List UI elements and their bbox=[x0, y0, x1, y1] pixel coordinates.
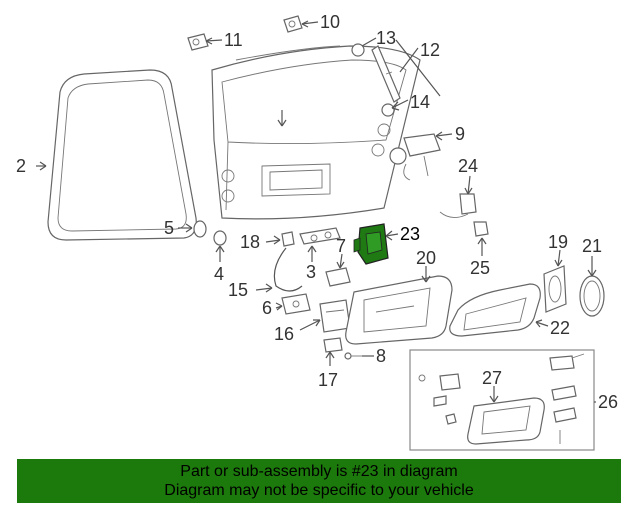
callout-26: 26 bbox=[598, 392, 618, 412]
part-27-handle bbox=[467, 397, 545, 445]
part-2-weatherstrip bbox=[47, 69, 197, 241]
callout-16: 16 bbox=[274, 324, 294, 344]
leader-lines bbox=[36, 20, 597, 403]
callout-13: 13 bbox=[376, 28, 396, 48]
callout-5: 5 bbox=[164, 218, 174, 238]
part-21-seal-ring bbox=[579, 275, 605, 317]
callout-19: 19 bbox=[548, 232, 568, 252]
callout-11: 11 bbox=[224, 30, 243, 50]
callout-17: 17 bbox=[318, 370, 338, 390]
part-22-garnish bbox=[449, 283, 541, 337]
parts-diagram: 1 2 3 4 5 6 7 8 9 10 11 12 13 14 15 16 1… bbox=[16, 12, 618, 451]
callout-21: 21 bbox=[582, 236, 602, 256]
part-17-striker bbox=[323, 337, 343, 353]
part-23-lock-assembly bbox=[353, 223, 389, 265]
callout-27: 27 bbox=[482, 368, 502, 388]
part-19-cover bbox=[543, 265, 567, 313]
callout-22: 22 bbox=[550, 318, 570, 338]
part-24-switch bbox=[439, 193, 477, 218]
callout-9: 9 bbox=[455, 124, 465, 144]
callout-12: 12 bbox=[420, 40, 440, 60]
part-8-screw bbox=[344, 352, 362, 360]
part-16-latch-assy bbox=[319, 299, 351, 333]
part-9-lock-cylinder bbox=[389, 133, 441, 181]
callout-8: 8 bbox=[376, 346, 386, 366]
callout-15: 15 bbox=[228, 280, 248, 300]
part-7-bracket bbox=[325, 267, 351, 287]
fitment-notice-line-1: Part or sub-assembly is #23 in diagram bbox=[180, 463, 458, 480]
callout-4: 4 bbox=[214, 264, 224, 284]
part-11-clip bbox=[187, 33, 209, 51]
part-4-cushion bbox=[213, 230, 227, 246]
part-12-lift-strut bbox=[371, 45, 401, 103]
callout-3: 3 bbox=[306, 262, 316, 282]
callout-23: 23 bbox=[400, 224, 420, 244]
callout-7: 7 bbox=[336, 236, 346, 256]
part-6-latch bbox=[281, 293, 311, 315]
part-20-trim-panel bbox=[345, 275, 453, 345]
callout-24: 24 bbox=[458, 156, 478, 176]
callout-labels: 1 2 3 4 5 6 7 8 9 10 11 12 13 14 15 16 1… bbox=[16, 12, 618, 412]
part-13-mount bbox=[351, 43, 365, 57]
part-5-bumper bbox=[193, 220, 207, 238]
callout-14: 14 bbox=[410, 92, 430, 112]
callout-2: 2 bbox=[16, 156, 26, 176]
part-25-connector bbox=[473, 221, 489, 237]
fitment-notice-banner: Part or sub-assembly is #23 in diagram D… bbox=[17, 459, 621, 503]
callout-18: 18 bbox=[240, 232, 260, 252]
part-14-mount bbox=[381, 103, 395, 117]
part-18-rod-clip bbox=[281, 231, 295, 247]
part-3-linkage bbox=[299, 227, 341, 245]
part-15-rod bbox=[273, 247, 303, 292]
callout-10: 10 bbox=[320, 12, 340, 32]
part-10-clip bbox=[283, 15, 303, 33]
callout-6: 6 bbox=[262, 298, 272, 318]
callout-25: 25 bbox=[470, 258, 490, 278]
callout-20: 20 bbox=[416, 248, 436, 268]
fitment-notice-line-2: Diagram may not be specific to your vehi… bbox=[164, 482, 474, 499]
